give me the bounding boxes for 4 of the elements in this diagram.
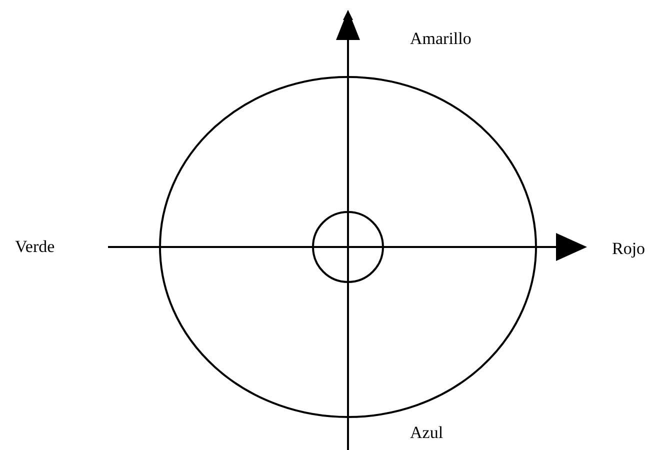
axis-label: Amarillo — [410, 30, 472, 47]
axis-label: Rojo — [612, 240, 646, 257]
axis-label: Azul — [410, 424, 444, 441]
axis-label: Verde — [15, 238, 55, 255]
